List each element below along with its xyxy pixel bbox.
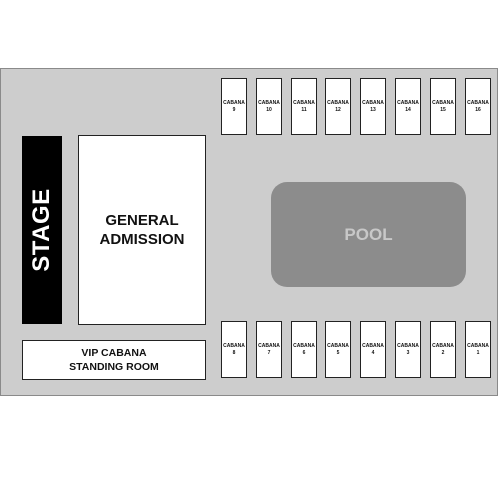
cabana-word-label: CABANA: [467, 99, 489, 106]
cabana-number-label: 2: [441, 349, 445, 356]
cabana-word-label: CABANA: [362, 342, 384, 349]
cabana-number-label: 5: [336, 349, 340, 356]
cabana-word-label: CABANA: [432, 342, 454, 349]
cabana-number-label: 11: [301, 106, 307, 113]
cabana-word-label: CABANA: [362, 99, 384, 106]
cabana-number-label: 8: [232, 349, 236, 356]
stage[interactable]: STAGE: [22, 136, 62, 324]
cabana-word-label: CABANA: [223, 342, 245, 349]
cabana-word-label: CABANA: [258, 99, 280, 106]
cabana-number-label: 3: [406, 349, 410, 356]
cabana-word-label: CABANA: [223, 99, 245, 106]
vip-cabana-standing-room[interactable]: VIP CABANA STANDING ROOM: [22, 340, 206, 380]
cabana-number-label: 9: [232, 106, 236, 113]
cabana-number-label: 1: [476, 349, 480, 356]
cabana-number-label: 4: [371, 349, 375, 356]
cabana-number-label: 12: [335, 106, 341, 113]
cabana-word-label: CABANA: [293, 99, 315, 106]
cabana-number-label: 15: [440, 106, 446, 113]
cabana-word-label: CABANA: [467, 342, 489, 349]
general-admission-area[interactable]: GENERAL ADMISSION: [78, 135, 206, 325]
pool[interactable]: POOL: [271, 182, 466, 287]
cabana-number-label: 10: [266, 106, 272, 113]
cabana-word-label: CABANA: [397, 342, 419, 349]
cabana-number-label: 16: [475, 106, 481, 113]
cabana-word-label: CABANA: [258, 342, 280, 349]
cabana-word-label: CABANA: [327, 99, 349, 106]
cabana-word-label: CABANA: [397, 99, 419, 106]
pool-label: POOL: [344, 224, 393, 244]
vip-cabana-label: VIP CABANA STANDING ROOM: [69, 347, 159, 373]
cabana-word-label: CABANA: [327, 342, 349, 349]
stage-label: STAGE: [28, 188, 55, 272]
cabana-number-label: 7: [267, 349, 271, 356]
cabana-word-label: CABANA: [432, 99, 454, 106]
cabana-word-label: CABANA: [293, 342, 315, 349]
cabana-number-label: 13: [370, 106, 376, 113]
cabana-number-label: 14: [405, 106, 411, 113]
general-admission-label: GENERAL ADMISSION: [99, 212, 185, 248]
cabana-number-label: 6: [302, 349, 306, 356]
